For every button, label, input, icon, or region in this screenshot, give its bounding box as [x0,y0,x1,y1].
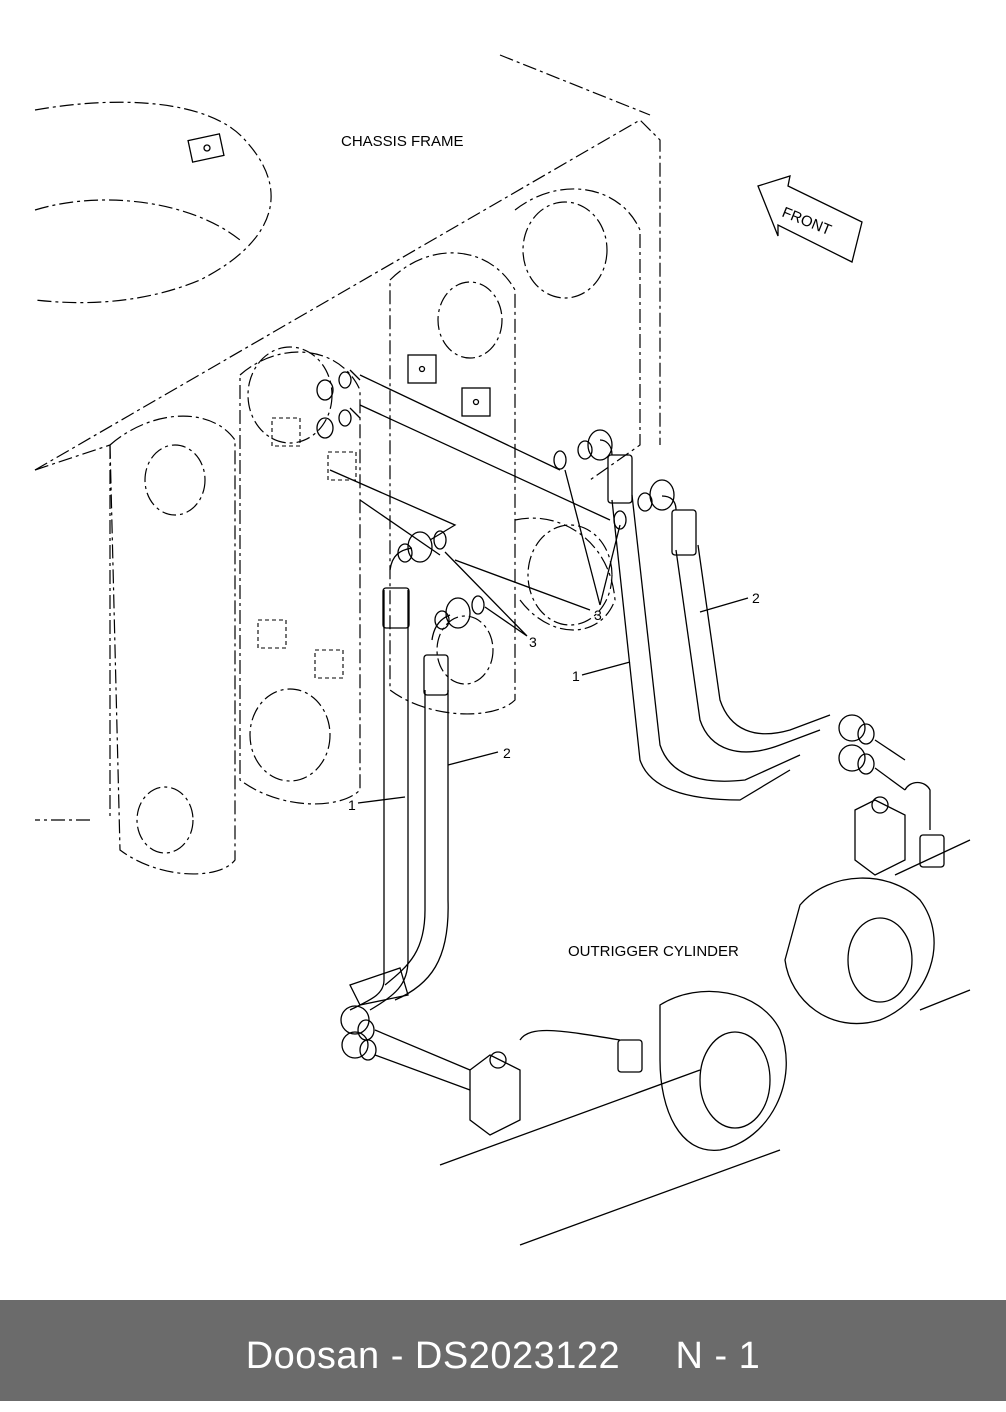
frame-tab-hole [203,144,211,152]
callout-1-left: 1 [348,797,356,813]
callout-2-left: 2 [503,745,511,761]
callout-3-right: 3 [594,607,602,623]
front-arrow: FRONT [757,175,863,263]
callout-1-left-leader [357,796,406,804]
footer-bar: Doosan - DS2023122 N - 1 [0,1300,1006,1401]
callout-2-right-leader [699,597,749,613]
callout-1-right: 1 [572,668,580,684]
front-label: FRONT [780,204,834,239]
outrigger-cylinder-upper [784,781,971,1025]
hose-left-1 [349,530,447,1011]
chassis-frame-label: CHASSIS FRAME [341,133,464,150]
callout-1-right-leader [581,661,631,676]
bracket-plates [109,188,641,875]
leader-lines [329,374,611,611]
callout-3-left-leader [444,551,528,637]
callout-2-left-leader [447,751,499,766]
hose-right-2 [613,479,831,753]
hydraulic-hose-diagram: FRONT CHASSIS FRAME OUTRIGGER CYLINDER 1… [34,54,971,1246]
footer-caption: Doosan - DS2023122 N - 1 [245,1335,761,1377]
hose-right-1 [553,429,801,801]
frame-fittings [316,369,361,439]
hose-left-fittings [340,967,471,1091]
outrigger-cylinder-label: OUTRIGGER CYLINDER [568,943,739,960]
frame-tab [187,133,225,163]
mounting-blocks [257,354,491,679]
chassis-frame-outline [34,54,661,821]
callout-3-left: 3 [529,634,537,650]
callout-2-right: 2 [752,590,760,606]
hose-right-fittings [838,714,906,791]
outrigger-cylinder-lower [439,990,787,1246]
callout-3-right-leader [564,469,621,606]
